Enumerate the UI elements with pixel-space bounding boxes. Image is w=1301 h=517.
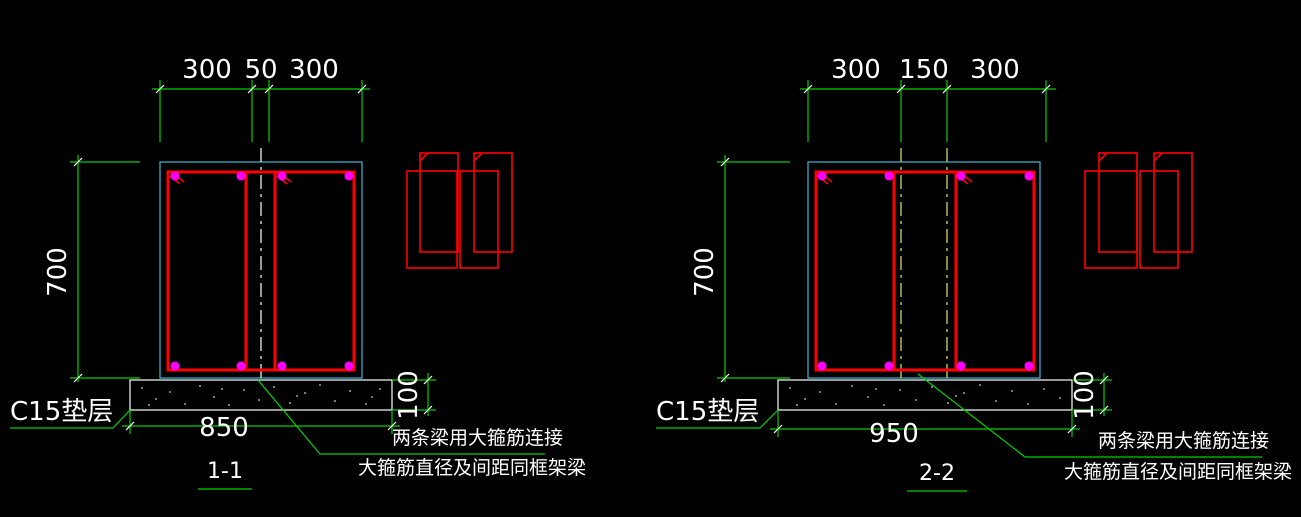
- dim-height: 700: [690, 247, 720, 297]
- dim-left-width: 300: [182, 55, 232, 85]
- left-stirrup: [166, 170, 248, 372]
- stirrup-detail: [406, 152, 513, 269]
- cushion-label: C15垫层: [656, 397, 759, 427]
- height-dimension: [70, 155, 140, 383]
- top-dimension-lines: [800, 80, 1056, 142]
- stirrup-detail: [1084, 152, 1193, 269]
- rebar-dots: [170, 171, 354, 371]
- beam-outline: [807, 161, 1041, 379]
- dim-base-width: 850: [199, 413, 249, 443]
- section-label: 1-1: [207, 459, 243, 484]
- cushion-label: C15垫层: [10, 397, 113, 427]
- note-line-2: 大箍筋直径及间距同框架梁: [1064, 461, 1292, 483]
- dim-height: 700: [43, 247, 73, 297]
- section-1-1: 300 50 300 700: [10, 55, 586, 490]
- dim-thickness: 100: [1070, 370, 1100, 420]
- left-stirrup: [814, 170, 896, 372]
- note-line-2: 大箍筋直径及间距同框架梁: [358, 457, 586, 479]
- note-leader: [257, 379, 545, 455]
- top-dimension-lines: [152, 80, 370, 142]
- dim-base-width: 950: [869, 419, 919, 449]
- dim-gap-width: 150: [899, 55, 949, 85]
- section-label: 2-2: [919, 461, 955, 486]
- cushion-layer: [129, 379, 393, 411]
- note-line-1: 两条梁用大箍筋连接: [392, 427, 563, 449]
- right-stirrup: [954, 170, 1036, 372]
- dim-right-width: 300: [289, 55, 339, 85]
- height-dimension: [717, 155, 790, 383]
- note-leader: [917, 373, 1262, 458]
- note-line-1: 两条梁用大箍筋连接: [1098, 430, 1269, 452]
- dim-left-width: 300: [831, 55, 881, 85]
- cushion-layer: [777, 379, 1073, 411]
- dim-right-width: 300: [970, 55, 1020, 85]
- base-width-dimension: [122, 410, 400, 434]
- rebar-dots: [817, 171, 1034, 371]
- dim-gap-width: 50: [244, 55, 277, 85]
- base-width-dimension: [770, 410, 1080, 437]
- dim-thickness: 100: [394, 370, 424, 420]
- cushion-leader: [656, 409, 779, 429]
- section-2-2: 300 150 300 700: [656, 55, 1292, 492]
- right-stirrup: [273, 170, 356, 372]
- thickness-dimension: [1072, 373, 1112, 416]
- cushion-leader: [10, 409, 131, 429]
- thickness-dimension: [392, 373, 436, 416]
